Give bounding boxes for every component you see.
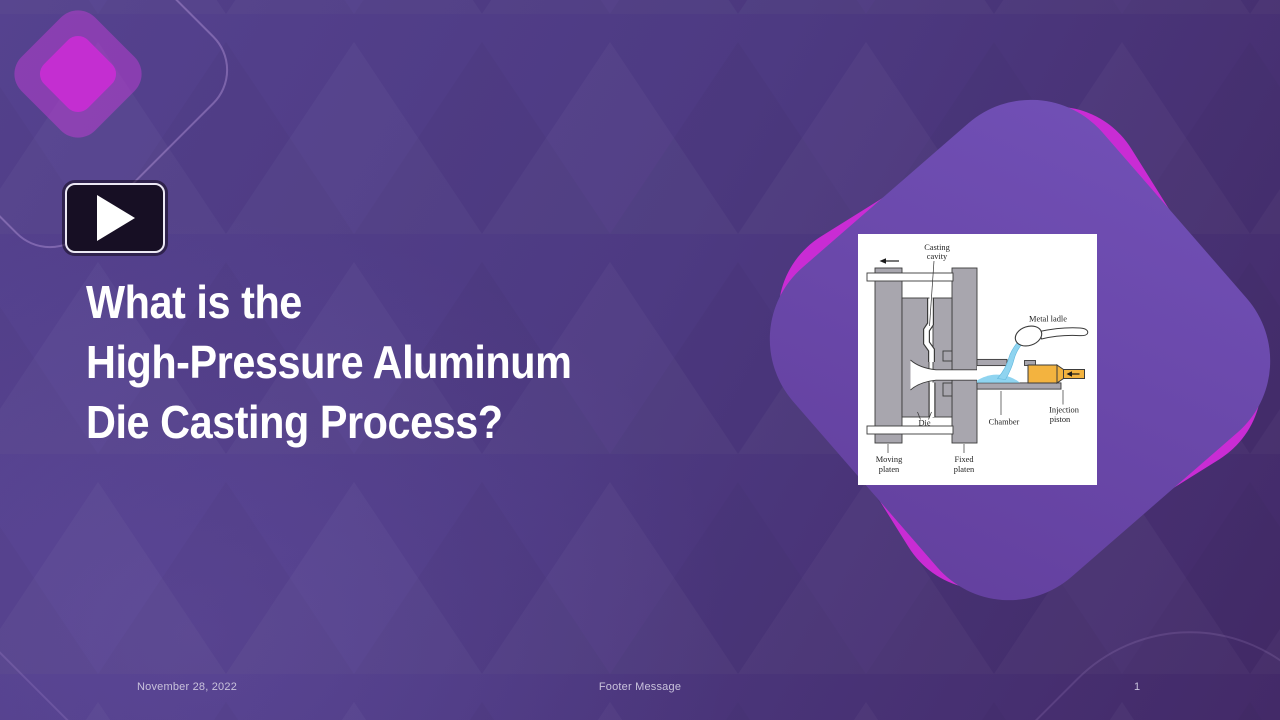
piston-body <box>1027 364 1058 384</box>
cavity-gap <box>924 298 934 362</box>
moving-platen-shape <box>874 267 903 444</box>
piston-arrow-head <box>1066 371 1072 377</box>
label-moving-platen-1: Moving <box>876 455 903 464</box>
sprue-bushing-lower <box>942 382 953 397</box>
label-fixed-platen-2: platen <box>954 465 975 474</box>
tie-rods <box>866 272 954 435</box>
label-casting-cavity-2: cavity <box>927 252 948 261</box>
ladle-handle <box>1039 327 1089 340</box>
label-moving-platen-2: platen <box>879 465 900 474</box>
label-fixed-platen-1: Fixed <box>954 455 974 464</box>
fixed-platen-shape <box>951 267 978 444</box>
label-die: Die <box>918 419 930 428</box>
platen-arrow-head <box>879 258 886 264</box>
play-icon <box>97 195 135 241</box>
left-die-shape <box>901 297 930 418</box>
chamber-wall-bottom <box>976 382 1062 390</box>
title-line-1: What is the <box>86 276 302 328</box>
runner-outline <box>910 359 977 391</box>
play-button[interactable] <box>65 183 165 253</box>
die-casting-diagram: Casting cavity Metal ladle Die Chamber I… <box>858 234 1097 485</box>
label-casting-cavity-1: Casting <box>924 243 950 252</box>
metal-ladle-shape <box>1014 325 1089 347</box>
injection-piston-shape <box>1024 360 1085 384</box>
label-injection-piston-1: Injection <box>1049 406 1080 415</box>
title-line-3: Die Casting Process? <box>86 396 503 448</box>
runner-channel <box>910 360 977 390</box>
molten-metal-stream <box>996 338 1027 380</box>
machine-structure <box>874 267 978 444</box>
label-chamber: Chamber <box>989 418 1020 427</box>
title-line-2: High-Pressure Aluminum <box>86 336 572 388</box>
label-metal-ladle: Metal ladle <box>1029 315 1067 324</box>
label-injection-piston-2: piston <box>1050 415 1071 424</box>
ladle-bowl <box>1014 325 1043 347</box>
sprue-bushing-upper <box>942 350 953 362</box>
slide-title: What is the High-Pressure Aluminum Die C… <box>86 272 572 452</box>
chamber-wall-top <box>976 358 1008 367</box>
tie-rod-bottom <box>866 425 954 435</box>
die-casting-diagram-image[interactable]: Casting cavity Metal ladle Die Chamber I… <box>858 234 1097 485</box>
tie-rod-top <box>866 272 954 282</box>
leader-lines <box>887 260 1064 453</box>
